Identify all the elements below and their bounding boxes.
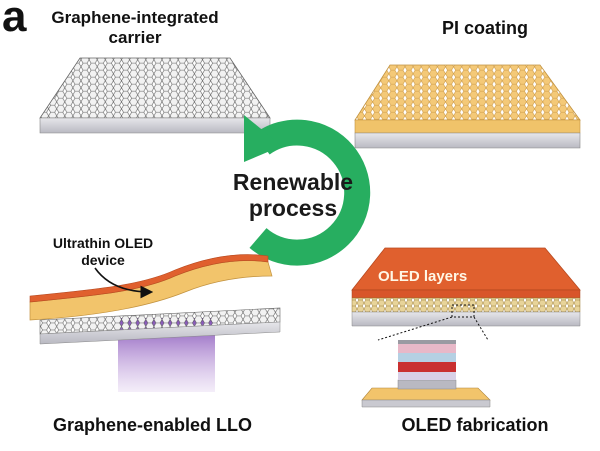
pi-coated-slab xyxy=(354,64,581,149)
oled-fabrication-label: OLED fabrication xyxy=(401,415,549,435)
center-line-1: Renewable xyxy=(232,169,354,195)
ultrathin-device-label: Ultrathin OLED device xyxy=(52,235,154,268)
center-title: Renewable process xyxy=(228,169,358,222)
oled-layer-stack xyxy=(361,340,491,408)
graphene-carrier-slab xyxy=(39,57,271,134)
oled-fabricated-slab xyxy=(351,247,581,341)
renewable-cycle-arrow xyxy=(244,115,371,266)
llo-assembly xyxy=(29,254,281,392)
llo-label: Graphene-enabled LLO xyxy=(52,415,253,435)
center-line-2: process xyxy=(248,194,338,221)
pi-coating-label: PI coating xyxy=(441,18,528,38)
oled-layers-label: OLED layers xyxy=(378,268,468,285)
carrier-label: Graphene-integrated carrier xyxy=(51,8,219,48)
device-pointer-arrow xyxy=(94,267,154,299)
panel-letter: a xyxy=(2,0,27,41)
